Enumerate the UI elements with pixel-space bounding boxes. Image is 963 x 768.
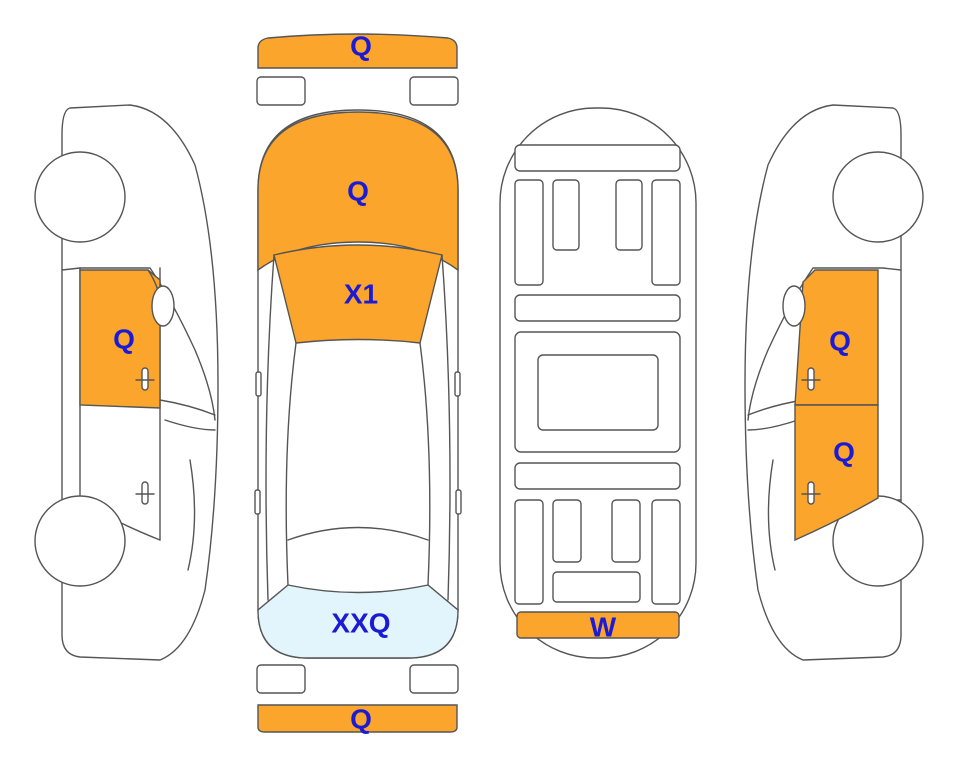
right-front-wheel xyxy=(832,151,924,243)
trunk-sill-label: W xyxy=(590,612,617,643)
underside-view: W xyxy=(499,107,697,659)
trunk-sill-panel xyxy=(516,611,680,639)
rear-window-label: XXQ xyxy=(331,608,390,639)
front-bumper-panel xyxy=(257,33,458,69)
windshield-label: X1 xyxy=(344,279,378,310)
left-front-wheel xyxy=(34,151,126,243)
right-rear-door-label: Q xyxy=(833,437,855,468)
rear-bumper-panel xyxy=(257,704,458,733)
right-front-door-label: Q xyxy=(829,326,851,357)
right-rear-door-handle xyxy=(801,481,821,505)
rear-bumper-label: Q xyxy=(350,704,372,735)
left-front-door-label: Q xyxy=(113,324,135,355)
left-taillight xyxy=(256,664,306,694)
left-front-door-panel xyxy=(79,269,161,409)
hood-label: Q xyxy=(347,176,369,207)
right-rear-door-panel xyxy=(794,404,879,542)
right-side-view: Q Q xyxy=(744,104,924,661)
hood-panel xyxy=(257,111,459,272)
right-front-door-panel xyxy=(794,269,879,406)
front-bumper-label: Q xyxy=(350,31,372,62)
right-side-mirror xyxy=(782,285,806,327)
left-rear-wheel xyxy=(34,495,126,587)
rear-window-panel xyxy=(257,584,459,659)
left-front-door-handle xyxy=(135,367,155,391)
left-rear-door-handle xyxy=(135,481,155,505)
top-view: Q Q X1 XXQ Q xyxy=(254,31,462,735)
left-side-view: Q xyxy=(34,104,219,661)
right-front-door-handle xyxy=(801,367,821,391)
right-taillight xyxy=(409,664,459,694)
left-headlight xyxy=(256,76,306,106)
right-headlight xyxy=(409,76,459,106)
left-side-mirror xyxy=(151,285,175,327)
